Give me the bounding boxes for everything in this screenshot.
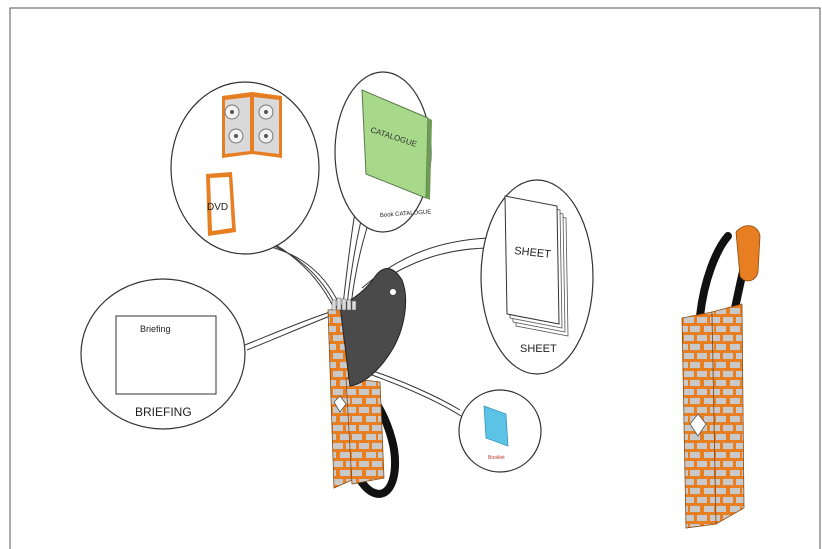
- tote-bag-open: [328, 269, 406, 494]
- dvd-case-open: [222, 92, 282, 158]
- bag-front-panel: [346, 378, 384, 484]
- booklet-caption: Booklet: [488, 455, 505, 461]
- bubble-briefing: Briefing BRIEFING: [81, 279, 245, 429]
- bubble-catalogue: CATALOGUE Book CATALOGUE: [335, 72, 432, 232]
- bubble-booklet: Booklet: [459, 390, 541, 472]
- sheet-stack: SHEET: [505, 196, 568, 336]
- bubble-dvd-media: DVD: [171, 82, 319, 254]
- flap-button: [390, 289, 396, 295]
- briefing-paper-text: Briefing: [140, 324, 171, 334]
- briefing-caption: BRIEFING: [135, 405, 192, 419]
- dvd-case: DVD: [206, 172, 236, 236]
- strap-tab: [736, 226, 760, 281]
- tote-bag-closed: [682, 226, 760, 528]
- dvd-label: DVD: [207, 202, 228, 213]
- closed-bag-front: [712, 304, 744, 524]
- bubble-sheet: SHEET SHEET: [481, 180, 593, 374]
- sheet-caption: SHEET: [520, 343, 557, 355]
